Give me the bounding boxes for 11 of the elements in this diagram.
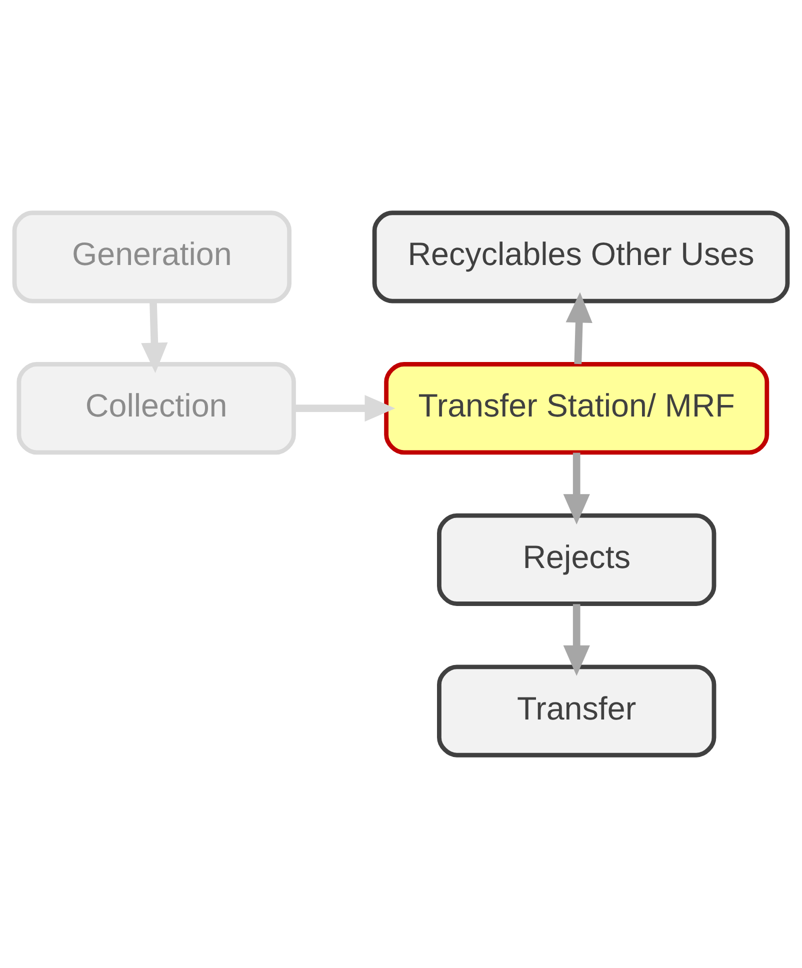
node-box: Transfer — [437, 664, 716, 758]
arrow — [294, 394, 396, 422]
arrow — [563, 452, 590, 525]
arrow — [141, 301, 168, 374]
arrow — [563, 604, 590, 676]
node-box: Collection — [16, 362, 296, 455]
node-box: Recyclables Other Uses — [372, 210, 790, 304]
node-box: Rejects — [437, 513, 716, 606]
arrow — [566, 292, 592, 364]
node-box: Generation — [12, 210, 292, 304]
node-box: Transfer Station/ MRF — [384, 362, 770, 455]
